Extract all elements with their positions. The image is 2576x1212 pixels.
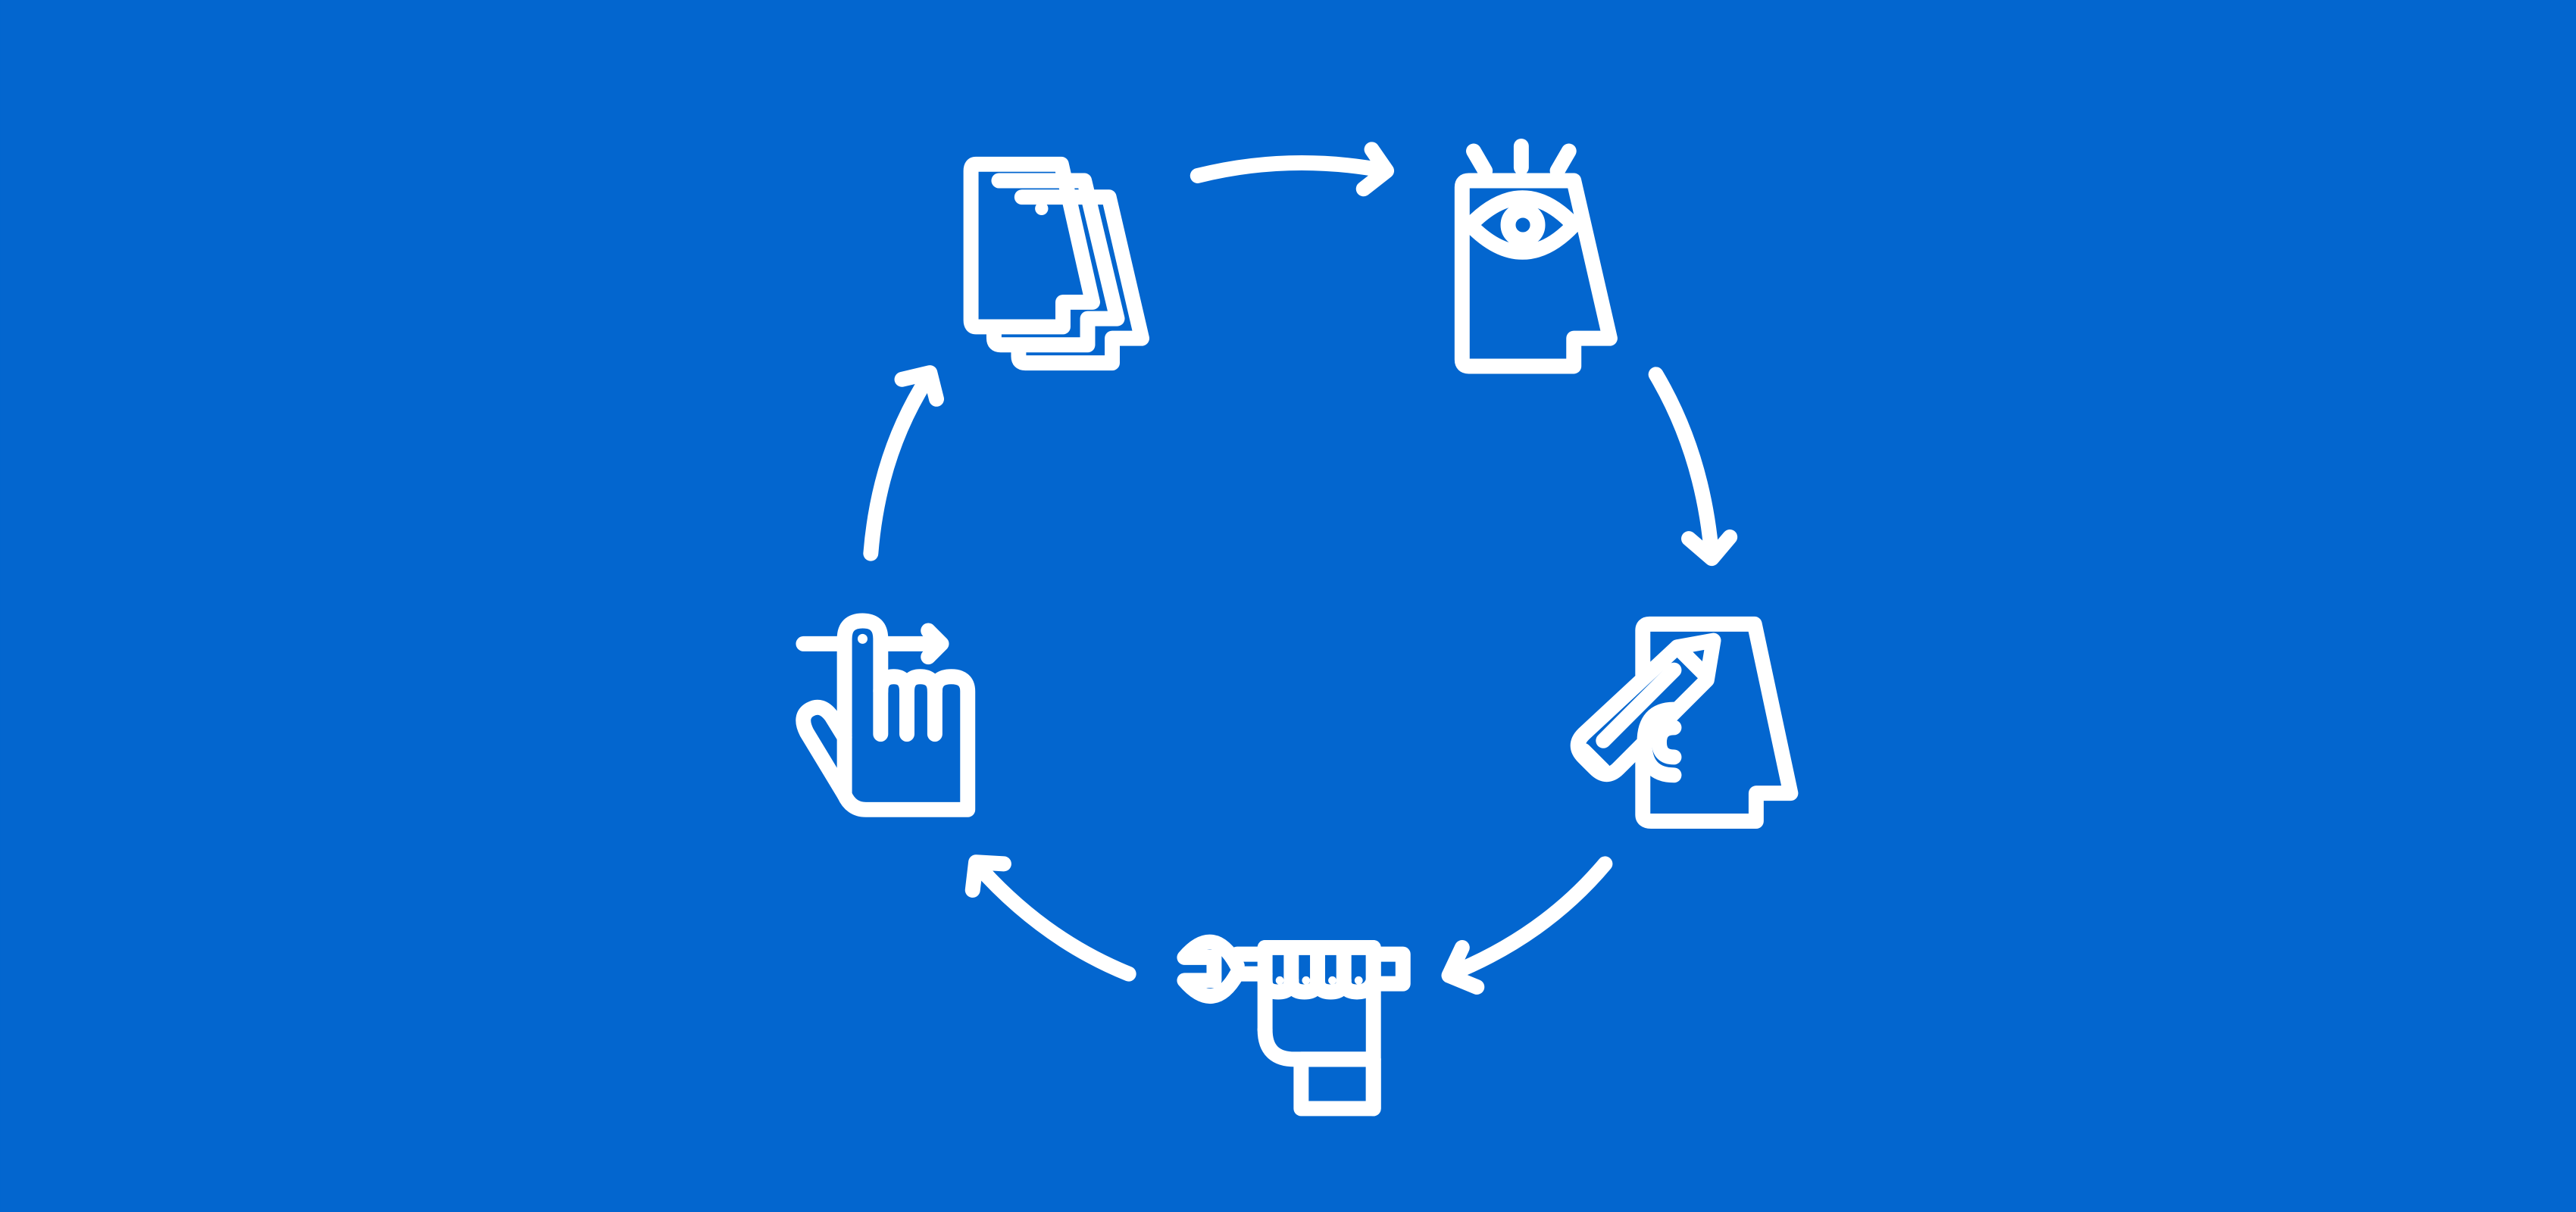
stacked-profiles-icon — [963, 156, 1150, 371]
cycle-arrow-3 — [1441, 856, 1613, 995]
cycle-arrow-1 — [1190, 142, 1395, 197]
cycle-arrow-4 — [964, 854, 1136, 982]
cycle-arrow-2 — [1648, 367, 1738, 567]
profile-eye-dot — [1035, 201, 1049, 216]
head-with-pencil-icon — [1570, 616, 1799, 829]
head-with-eye-icon — [1454, 138, 1618, 374]
fingernail-dot — [857, 633, 868, 644]
knuckle-dot — [1302, 976, 1311, 985]
knuckle-dot — [1275, 976, 1284, 985]
knuckle-dot — [1328, 976, 1336, 985]
fist-with-wrench-icon — [1177, 934, 1411, 1117]
hand-pointing-swipe-icon — [796, 613, 976, 817]
cycle-arrow-5 — [863, 365, 945, 561]
knuckle-dot — [1354, 976, 1363, 985]
